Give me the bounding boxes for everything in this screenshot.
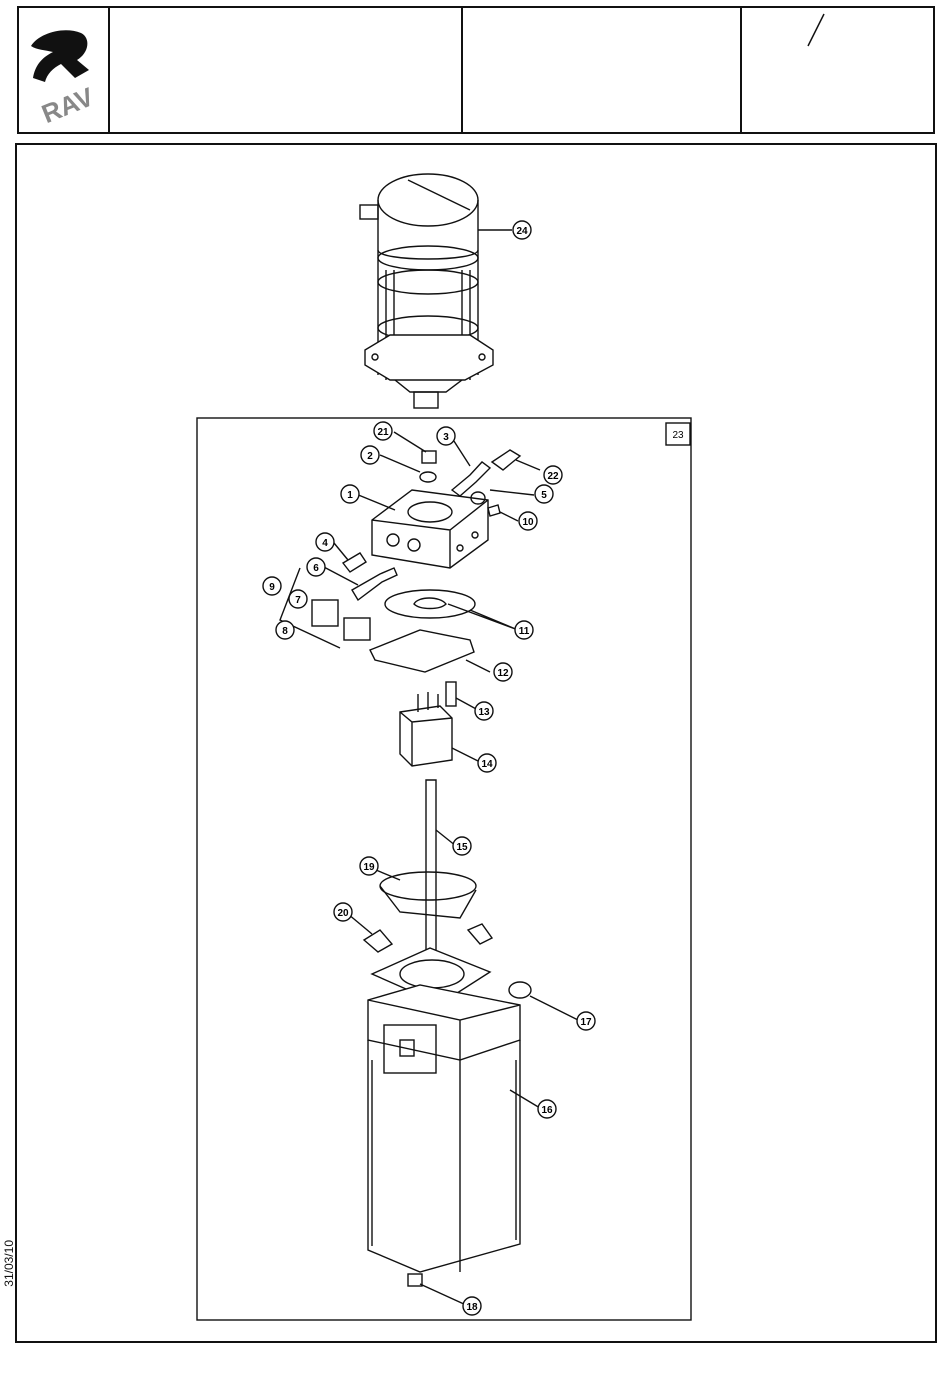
callout-number-21: 21	[377, 427, 389, 438]
valve-block	[372, 490, 488, 568]
callout-number-10: 10	[522, 517, 534, 528]
callout-number-14: 14	[481, 759, 493, 770]
callout-number-13: 13	[478, 707, 490, 718]
cartridge-4	[343, 553, 366, 572]
callout-number-9: 9	[269, 582, 275, 593]
coil	[312, 600, 338, 626]
callout-number-12: 12	[497, 668, 509, 679]
cap-plug	[422, 451, 436, 463]
washer	[420, 472, 436, 482]
gear-pump	[400, 706, 452, 766]
connector	[344, 618, 370, 640]
callout-number-18: 18	[466, 1302, 478, 1313]
callout-number-17: 17	[580, 1017, 592, 1028]
valve-cartridge	[452, 462, 490, 496]
suction-tube-short	[446, 682, 456, 706]
valve-stem	[352, 568, 397, 600]
bracket-right	[468, 924, 492, 944]
assembly-label: 23	[672, 430, 684, 441]
callout-number-1: 1	[347, 490, 353, 501]
callout-number-22: 22	[547, 471, 559, 482]
oil-tank	[368, 985, 520, 1272]
callout-number-16: 16	[541, 1105, 553, 1116]
bracket-left	[364, 930, 392, 952]
electric-motor	[360, 174, 493, 408]
elbow-fitting	[492, 450, 520, 470]
callout-number-24: 24	[516, 226, 528, 237]
suction-tube	[426, 780, 436, 960]
intermediate-plate	[370, 630, 474, 672]
callout-number-20: 20	[337, 908, 349, 919]
callout-number-19: 19	[363, 862, 375, 873]
callout-number-11: 11	[519, 626, 530, 637]
drain-plug	[408, 1274, 422, 1286]
callout-number-4: 4	[322, 538, 328, 549]
callout-number-5: 5	[541, 490, 547, 501]
o-ring	[385, 590, 475, 618]
callout-number-15: 15	[456, 842, 468, 853]
callout-number-3: 3	[443, 432, 449, 443]
callout-number-2: 2	[367, 451, 373, 462]
callout-number-6: 6	[313, 563, 319, 574]
small-seal	[414, 598, 446, 609]
filler-cap	[509, 982, 531, 998]
small-fitting	[488, 505, 500, 516]
callout-number-7: 7	[295, 595, 301, 606]
callout-number-8: 8	[282, 626, 288, 637]
